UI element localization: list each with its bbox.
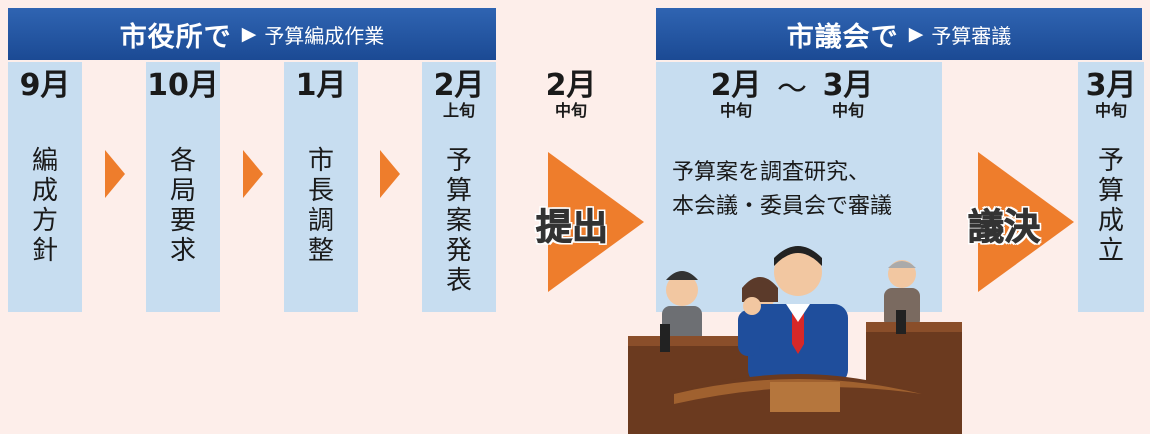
step-text: 編 成 方 針	[31, 146, 58, 266]
step-text: 予 算 案 発 表	[445, 146, 472, 296]
deliberation-tilde: 〜	[777, 72, 807, 107]
step-month-value: 2月	[433, 68, 485, 103]
step-month: 2月 上旬	[422, 70, 496, 120]
deliberation-text: 予算案を調査研究、 本会議・委員会で審議	[672, 160, 893, 219]
deliberation-end: 3月 中旬	[816, 70, 880, 120]
submission-arrow-icon	[548, 152, 644, 292]
assembly-subtitle: 予算審議	[931, 23, 1012, 48]
step-column-january: 1月 市 長 調 整	[284, 62, 358, 312]
step-month: 10月	[147, 68, 219, 103]
play-arrow-icon: ▶	[908, 23, 924, 45]
chevron-right-icon	[105, 150, 125, 198]
assembly-title: 市議会で	[786, 21, 899, 53]
step-month: 1月	[295, 68, 347, 103]
play-arrow-icon: ▶	[241, 23, 257, 45]
step-text: 市 長 調 整	[307, 146, 334, 266]
city-hall-title: 市役所で	[119, 21, 232, 53]
speaker-icon	[738, 246, 848, 384]
submission-label: 提出	[535, 207, 609, 249]
final-period: 中旬	[1094, 101, 1127, 120]
final-text: 予 算 成 立	[1097, 146, 1124, 266]
step-text: 各 局 要 求	[169, 146, 196, 266]
submission-month: 2月 中旬	[536, 70, 606, 120]
step-column-final: 3月 中旬 予 算 成 立	[1078, 62, 1144, 312]
submission-month-value: 2月	[545, 68, 597, 103]
deliberation-start: 2月 中旬	[704, 70, 768, 120]
city-hall-header: 市役所で ▶ 予算編成作業	[8, 8, 496, 60]
final-month: 3月 中旬	[1078, 70, 1144, 120]
chevron-right-icon	[243, 150, 263, 198]
deliberation-end-month: 3月	[822, 68, 874, 103]
resolution-label: 議決	[967, 207, 1041, 249]
final-month-value: 3月	[1085, 68, 1137, 103]
resolution-arrow-icon	[978, 152, 1074, 292]
deliberation-start-period: 中旬	[719, 101, 752, 120]
council-member-icon	[884, 260, 920, 328]
deliberation-end-period: 中旬	[831, 101, 864, 120]
submission-period: 中旬	[554, 101, 587, 120]
deliberation-column: 2月 中旬 〜 3月 中旬 予算案を調査研究、 本会議・委員会で審議	[656, 62, 942, 312]
chevron-right-icon	[380, 150, 400, 198]
step-column-september: 9月 編 成 方 針	[8, 62, 82, 312]
step-column-february: 2月 上旬 予 算 案 発 表	[422, 62, 496, 312]
city-hall-subtitle: 予算編成作業	[264, 23, 385, 48]
deliberation-start-month: 2月	[710, 68, 762, 103]
step-column-october: 10月 各 局 要 求	[146, 62, 220, 312]
assembly-header: 市議会で ▶ 予算審議	[656, 8, 1142, 60]
step-month: 9月	[19, 68, 71, 103]
step-period: 上旬	[442, 101, 475, 120]
council-illustration	[628, 246, 962, 434]
